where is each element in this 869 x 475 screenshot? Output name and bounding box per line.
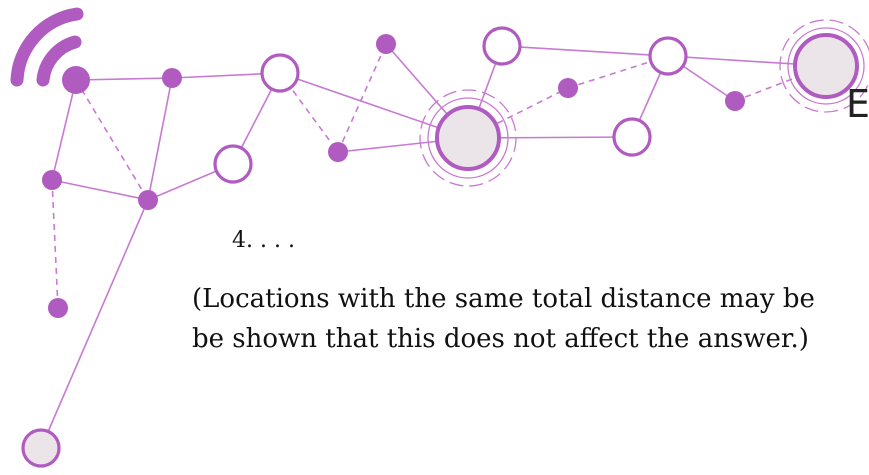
node-dot (138, 190, 158, 210)
node-dot (725, 91, 745, 111)
node-dot (48, 298, 68, 318)
node-ring (650, 38, 686, 74)
graph-dots (42, 34, 745, 318)
node-dot (558, 78, 578, 98)
node-dot (42, 170, 62, 190)
node-ring (262, 55, 298, 91)
note-line-1: (Locations with the same total distance … (192, 284, 815, 314)
list-item-text: 4. . . . (232, 228, 295, 253)
node-dot (62, 66, 90, 94)
node-ring (484, 28, 520, 64)
node-dot (162, 68, 182, 88)
hub-node (437, 107, 499, 169)
node-dot (376, 34, 396, 54)
node-ring (614, 119, 650, 155)
hub-node (23, 430, 59, 466)
node-ring (215, 146, 251, 182)
node-dot (328, 142, 348, 162)
note-line-2: be shown that this does not affect the a… (192, 324, 809, 354)
edge-letter: E (846, 82, 869, 126)
